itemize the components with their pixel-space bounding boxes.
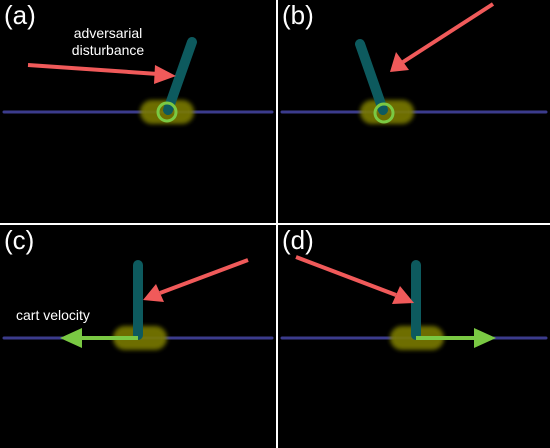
- panel-c-scene: [2, 258, 274, 350]
- disturbance-arrowhead: [143, 284, 164, 302]
- pole: [163, 37, 197, 115]
- pivot-ring: [156, 101, 178, 123]
- panel-label: (a): [4, 0, 36, 30]
- disturbance-caption-line2: disturbance: [71, 42, 145, 58]
- velocity-arrowhead: [60, 328, 82, 348]
- disturbance-arrow: [27, 63, 159, 76]
- disturbance-caption-line1: adversarial: [73, 25, 143, 41]
- disturbance-arrowhead: [390, 52, 409, 72]
- panel-d: (d): [278, 225, 550, 448]
- disturbance-arrowhead: [154, 65, 176, 84]
- pole: [355, 39, 388, 115]
- velocity-arrowhead: [474, 328, 496, 348]
- disturbance-arrow: [401, 2, 495, 64]
- panel-label: (c): [4, 225, 35, 255]
- panel-a: (a) adversarial disturbance: [0, 0, 276, 223]
- panel-label: (d): [282, 225, 314, 255]
- panel-label: (b): [282, 0, 314, 30]
- disturbance-arrowhead: [392, 286, 414, 304]
- pivot-ring: [373, 102, 395, 124]
- panel-a-scene: [2, 37, 274, 124]
- disturbance-caption: adversarial disturbance: [48, 25, 168, 59]
- velocity-caption: cart velocity: [16, 307, 90, 323]
- panel-d-scene: [280, 255, 548, 350]
- disturbance-arrow: [159, 258, 249, 295]
- panel-b-scene: [280, 2, 548, 124]
- panel-b: (b): [278, 0, 550, 223]
- panel-c: (c) cart velocity: [0, 225, 276, 448]
- disturbance-arrow: [295, 255, 397, 297]
